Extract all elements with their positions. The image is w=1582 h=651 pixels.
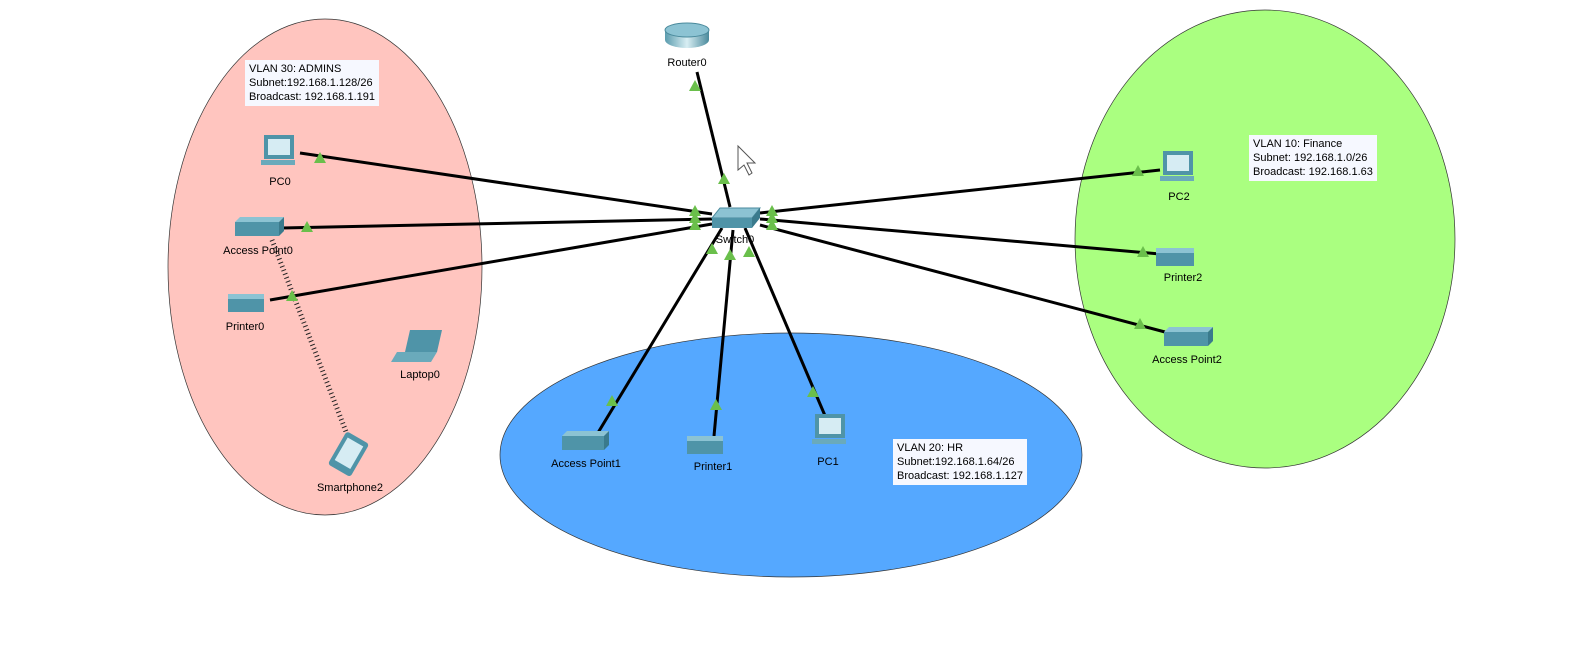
note-subnet: Subnet:192.168.1.128/26 xyxy=(249,77,373,89)
device-label: Switch0 xyxy=(716,234,755,246)
smartphone2[interactable]: Smartphone2 xyxy=(317,431,383,494)
router0[interactable]: Router0 xyxy=(664,22,710,69)
port-up-icon xyxy=(1134,318,1146,329)
port-up-icon xyxy=(710,399,722,410)
link-ap2[interactable] xyxy=(759,223,1166,334)
device-label: Access Point0 xyxy=(223,245,293,257)
port-up-icon xyxy=(301,221,313,232)
note-subnet: Subnet: 192.168.1.0/26 xyxy=(1253,152,1368,164)
port-up-icon xyxy=(689,205,701,216)
device-label: PC0 xyxy=(269,176,290,188)
link-router0[interactable] xyxy=(695,71,732,208)
device-label: Access Point1 xyxy=(551,458,621,470)
device-label: Access Point2 xyxy=(1152,354,1222,366)
laptop-icon xyxy=(391,330,442,362)
printer1[interactable]: Printer1 xyxy=(687,436,732,473)
port-up-icon xyxy=(807,386,819,397)
vlan30-note[interactable]: VLAN 30: ADMINS Subnet:192.168.1.128/26 … xyxy=(245,60,379,106)
note-broadcast: Broadcast: 192.168.1.127 xyxy=(897,470,1023,482)
port-up-icon xyxy=(689,80,701,91)
device-label: PC2 xyxy=(1168,191,1189,203)
port-up-icon xyxy=(766,212,778,223)
port-up-icon xyxy=(724,249,736,260)
device-label: PC1 xyxy=(817,456,838,468)
port-up-icon xyxy=(766,205,778,216)
access-point-icon xyxy=(1164,327,1213,346)
laptop0[interactable]: Laptop0 xyxy=(391,330,442,381)
link-printer2[interactable] xyxy=(759,217,1161,256)
device-label: Router0 xyxy=(667,57,706,69)
access-point2[interactable]: Access Point2 xyxy=(1152,327,1222,366)
note-title: VLAN 10: Finance xyxy=(1253,138,1343,150)
vlan30-area[interactable] xyxy=(167,18,483,516)
port-up-icon xyxy=(706,243,718,254)
printer-icon xyxy=(687,436,723,454)
port-up-icon xyxy=(606,395,618,406)
printer2[interactable]: Printer2 xyxy=(1156,248,1202,284)
port-up-icon xyxy=(766,219,778,230)
link-ap0[interactable] xyxy=(281,217,713,230)
pc-icon xyxy=(1160,151,1194,181)
link-ap1[interactable] xyxy=(594,227,724,437)
port-up-icon xyxy=(1132,165,1144,176)
printer0[interactable]: Printer0 xyxy=(226,294,265,333)
wireless-link xyxy=(269,239,353,443)
mouse-cursor-icon xyxy=(737,144,757,176)
note-subnet: Subnet:192.168.1.64/26 xyxy=(897,456,1015,468)
link-pc2[interactable] xyxy=(759,168,1161,215)
access-point1[interactable]: Access Point1 xyxy=(551,431,621,470)
link-printer0[interactable] xyxy=(269,222,713,302)
device-label: Smartphone2 xyxy=(317,482,383,494)
printer-icon xyxy=(228,294,264,312)
pc-icon xyxy=(812,414,846,444)
access-point-icon xyxy=(235,217,284,236)
note-broadcast: Broadcast: 192.168.1.191 xyxy=(249,91,375,103)
printer-icon xyxy=(1156,248,1194,266)
link-pc1[interactable] xyxy=(743,227,828,419)
switch-icon xyxy=(710,207,762,219)
note-broadcast: Broadcast: 192.168.1.63 xyxy=(1253,166,1373,178)
switch0[interactable]: Switch0 xyxy=(710,207,762,246)
smartphone-icon xyxy=(328,432,369,476)
port-up-icon xyxy=(689,212,701,223)
note-title: VLAN 30: ADMINS xyxy=(249,63,342,75)
link-pc0[interactable] xyxy=(299,151,713,216)
pc0[interactable]: PC0 xyxy=(261,135,295,188)
vlan10-area[interactable] xyxy=(1074,9,1456,469)
device-label: Printer1 xyxy=(694,461,733,473)
port-up-icon xyxy=(314,152,326,163)
port-up-icon xyxy=(743,246,755,257)
port-up-icon xyxy=(1137,246,1149,257)
pc2[interactable]: PC2 xyxy=(1160,151,1194,203)
access-point0[interactable]: Access Point0 xyxy=(223,217,293,257)
vlan20-note[interactable]: VLAN 20: HR Subnet:192.168.1.64/26 Broad… xyxy=(893,439,1027,485)
note-title: VLAN 20: HR xyxy=(897,442,964,454)
device-label: Printer0 xyxy=(226,321,265,333)
device-label: Printer2 xyxy=(1164,272,1203,284)
port-up-icon xyxy=(286,290,298,301)
pc1[interactable]: PC1 xyxy=(812,414,846,468)
port-up-icon xyxy=(718,173,730,184)
device-label: Laptop0 xyxy=(400,369,440,381)
access-point-icon xyxy=(562,431,609,450)
port-up-icon xyxy=(689,219,701,230)
pc-icon xyxy=(261,135,295,165)
port-indicators xyxy=(286,80,1149,410)
vlan10-note[interactable]: VLAN 10: Finance Subnet: 192.168.1.0/26 … xyxy=(1249,135,1377,181)
